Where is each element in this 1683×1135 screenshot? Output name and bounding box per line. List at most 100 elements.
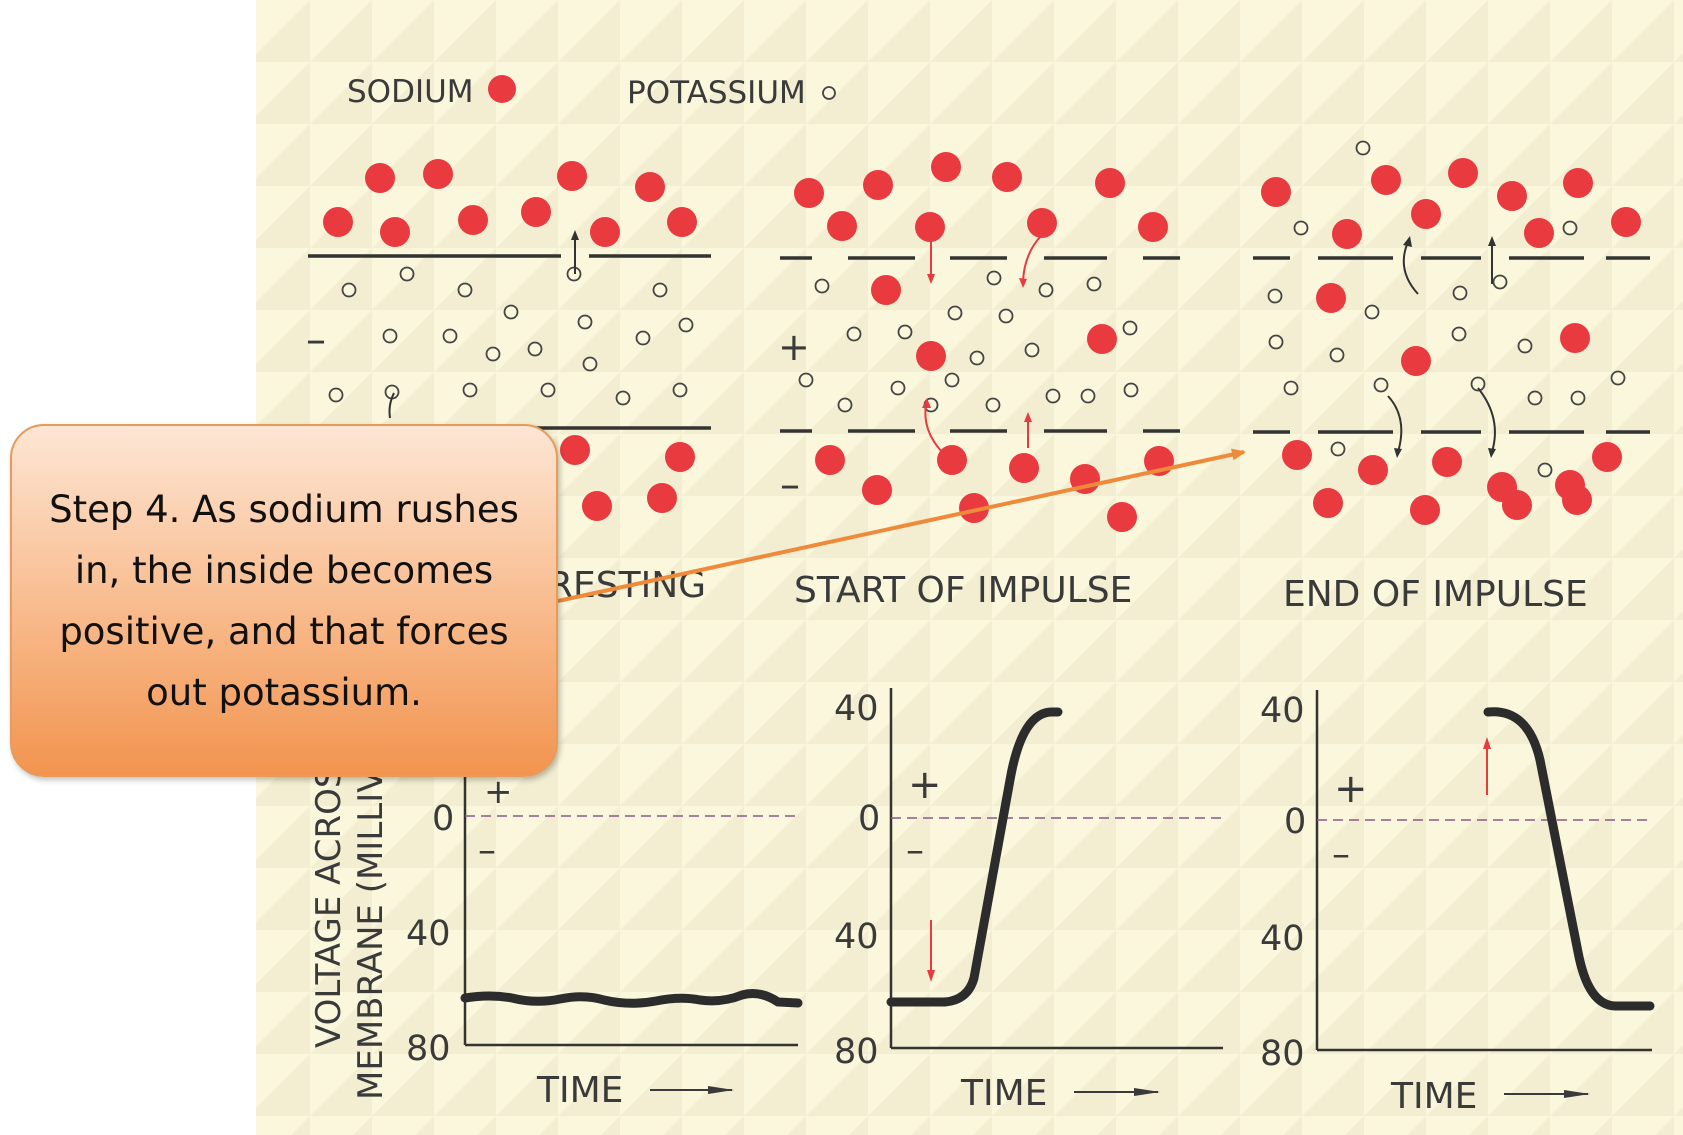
graph1-voltage-trace: [460, 989, 803, 1008]
potassium-ion: [1268, 334, 1284, 350]
sodium-ion: [1410, 495, 1440, 525]
potassium-ion: [998, 308, 1014, 324]
potassium-ion: [1283, 380, 1299, 396]
graph1-tick-80: 80: [406, 1029, 451, 1069]
sodium-ion: [1261, 177, 1291, 207]
graph2-tick-40: 40: [834, 917, 879, 957]
graph3-tick-40-top: 40: [1260, 691, 1305, 731]
sodium-ion: [1009, 453, 1039, 483]
graph1-sign-minus: –: [478, 830, 496, 871]
sodium-ion: [1524, 218, 1554, 248]
sodium-ion: [1371, 165, 1401, 195]
potassium-ion: [985, 397, 1001, 413]
inside-sign-minus: –: [306, 317, 326, 363]
legend-sodium-dot: [488, 75, 516, 103]
sodium-ion: [794, 178, 824, 208]
potassium-ion: [1570, 390, 1586, 406]
sodium-ion: [959, 493, 989, 523]
potassium-ion: [527, 341, 543, 357]
potassium-ion: [652, 282, 668, 298]
sodium-ion: [1502, 490, 1532, 520]
potassium-ion: [457, 282, 473, 298]
potassium-ion: [341, 282, 357, 298]
start-inside-sign-plus: +: [778, 325, 810, 369]
potassium-ion: [1527, 390, 1543, 406]
graph3-tick-40: 40: [1260, 919, 1305, 959]
sodium-ion: [1358, 455, 1388, 485]
graph1-time-label: TIME: [536, 1070, 623, 1111]
sodium-ion: [1027, 208, 1057, 238]
sodium-ion: [590, 217, 620, 247]
potassium-ion: [1470, 376, 1486, 392]
potassium-ion: [1080, 388, 1096, 404]
callout-pointer-arrow: [557, 448, 1246, 603]
sodium-ion: [1611, 207, 1641, 237]
graph1-tick-40: 40: [406, 914, 451, 954]
panel-resting: –: [306, 230, 711, 430]
graph2-voltage-trace: [886, 707, 1063, 1007]
graph-end-impulse: 40 0 40 80 + – TIME: [1260, 690, 1655, 1117]
legend-sodium-label: SODIUM: [347, 74, 474, 110]
potassium-ion: [503, 304, 519, 320]
sodium-ion: [1282, 440, 1312, 470]
sodium-ion: [1432, 447, 1462, 477]
potassium-ion: [1492, 274, 1508, 290]
graph1-sign-plus: +: [484, 772, 513, 812]
potassium-ion: [1451, 326, 1467, 342]
potassium-ion: [540, 382, 556, 398]
potassium-ion: [1562, 220, 1578, 236]
sodium-ion: [915, 212, 945, 242]
y-axis-label-voltage: VOLTAGE ACROSS: [309, 745, 349, 1048]
start-outside-sign-minus: –: [780, 462, 800, 508]
panel-title-end-impulse: END OF IMPULSE: [1283, 574, 1588, 615]
graph3-tick-0: 0: [1284, 802, 1306, 842]
graph1-tick-0: 0: [432, 799, 454, 839]
potassium-ion: [897, 324, 913, 340]
potassium-channel-arrowhead: [571, 230, 579, 240]
potassium-ion: [1355, 140, 1371, 156]
sodium-ions: [323, 152, 1641, 532]
potassium-ion: [1038, 282, 1054, 298]
potassium-leak-arrow: [388, 392, 395, 419]
sodium-ion: [1332, 219, 1362, 249]
sodium-ion: [582, 491, 612, 521]
potassium-ion: [1267, 288, 1283, 304]
potassium-ion: [678, 317, 694, 333]
potassium-ion: [1537, 462, 1553, 478]
graph2-sign-plus: +: [908, 762, 942, 808]
potassium-ion: [1045, 388, 1061, 404]
sodium-ion: [1497, 181, 1527, 211]
sodium-ion: [647, 483, 677, 513]
potassium-ion: [382, 328, 398, 344]
sodium-ion: [937, 445, 967, 475]
sodium-ion: [323, 207, 353, 237]
sodium-ion: [557, 161, 587, 191]
potassium-ion: [890, 380, 906, 396]
sodium-ion: [1448, 158, 1478, 188]
graph3-voltage-trace: [1483, 707, 1655, 1011]
potassium-ion: [846, 326, 862, 342]
sodium-ion: [560, 435, 590, 465]
graph2-tick-0: 0: [858, 799, 880, 839]
potassium-ion: [672, 382, 688, 398]
potassium-ion: [837, 397, 853, 413]
potassium-ions: [328, 140, 1626, 478]
sodium-ion: [815, 445, 845, 475]
sodium-ion: [365, 163, 395, 193]
sodium-ion: [380, 217, 410, 247]
graph3-tick-80: 80: [1260, 1034, 1305, 1074]
potassium-ion: [328, 387, 344, 403]
panel-title-start-impulse: START OF IMPULSE: [794, 570, 1132, 611]
sodium-ion: [1563, 168, 1593, 198]
potassium-ion: [577, 314, 593, 330]
sodium-ion: [667, 207, 697, 237]
potassium-ion: [1452, 285, 1468, 301]
graph2-sign-minus: –: [906, 830, 924, 871]
graph3-sign-minus: –: [1332, 834, 1350, 875]
graph2-time-label: TIME: [960, 1073, 1047, 1114]
sodium-ion: [1401, 346, 1431, 376]
sodium-ion: [521, 197, 551, 227]
graph2-tick-80: 80: [834, 1032, 879, 1072]
graph3-sign-plus: +: [1334, 766, 1368, 812]
